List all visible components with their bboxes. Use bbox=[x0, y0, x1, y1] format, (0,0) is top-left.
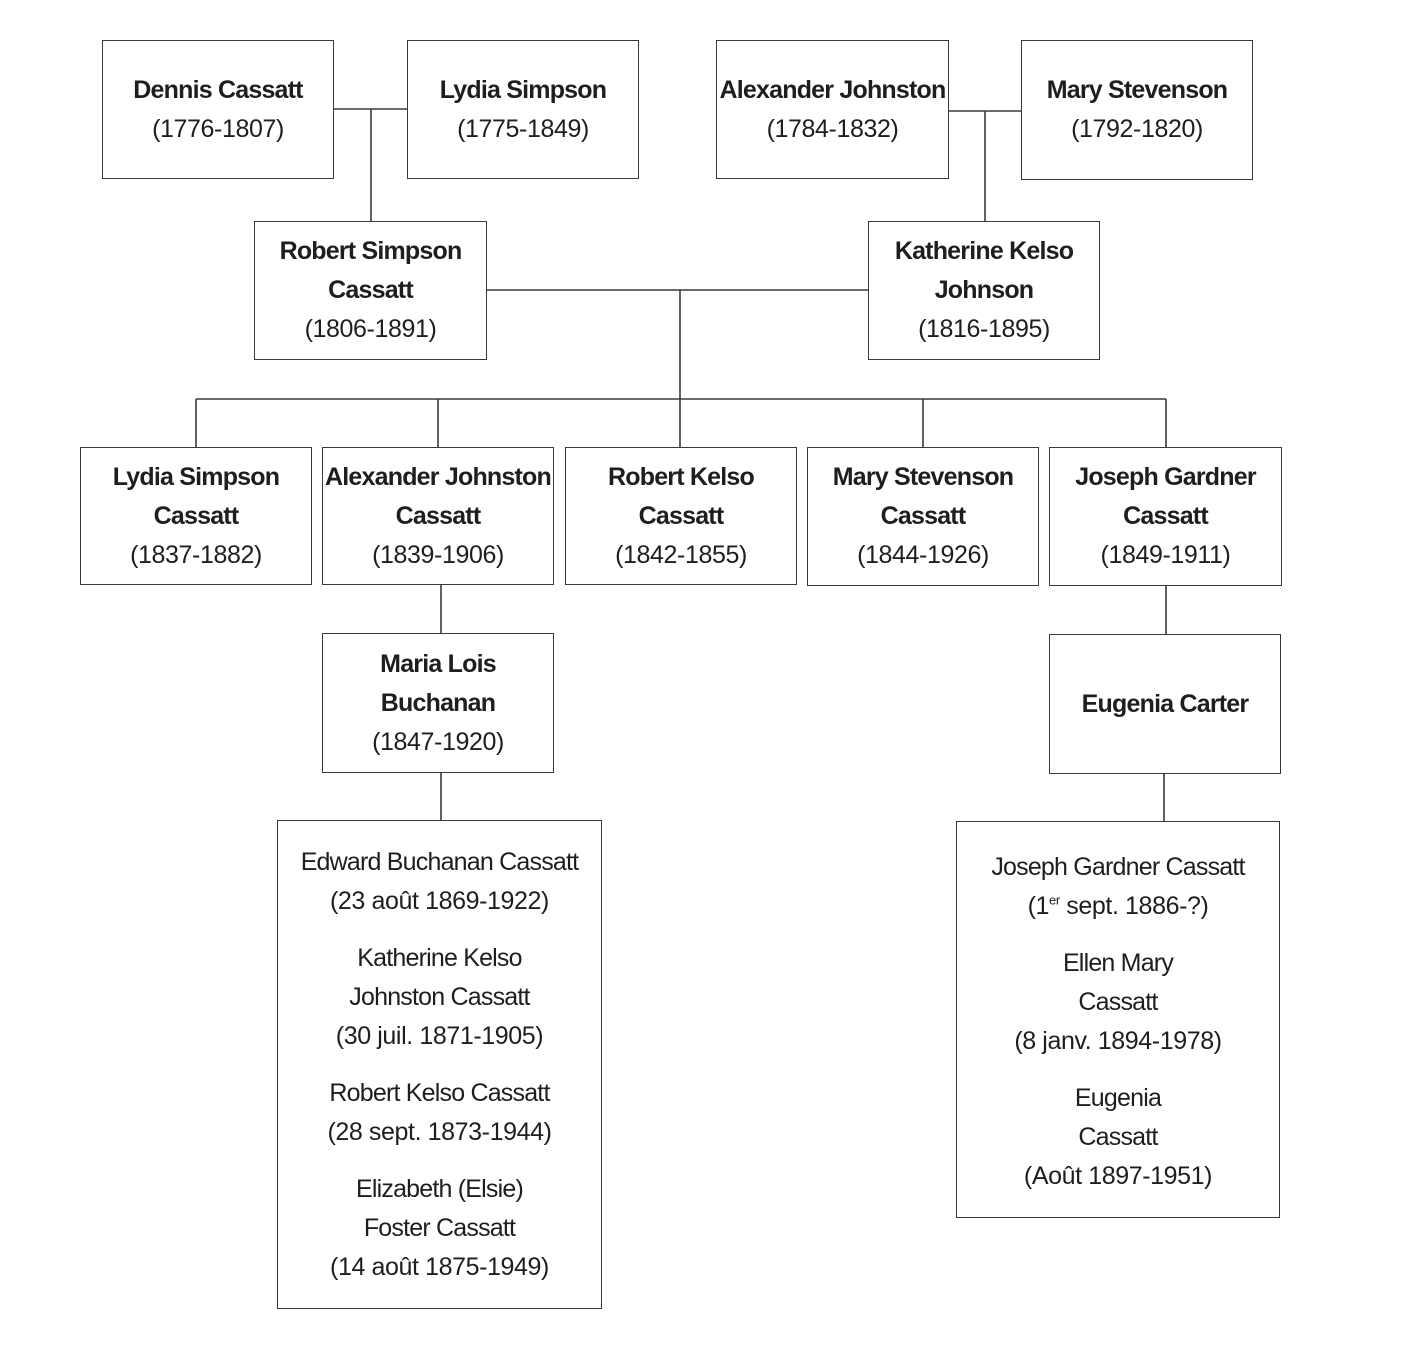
person-name: Cassatt bbox=[153, 501, 240, 530]
child-dates: (23 août 1869-1922) bbox=[330, 887, 549, 915]
person-name: Dennis Cassatt bbox=[133, 75, 303, 104]
person-name: Robert Simpson bbox=[279, 237, 463, 265]
person-dates: (1776-1807) bbox=[152, 114, 284, 143]
person-box-robert-simpson-cassatt: Robert Simpson Cassatt (1806-1891) bbox=[254, 221, 487, 360]
person-name: Cassatt bbox=[638, 501, 725, 530]
child-name: Robert Kelso Cassatt bbox=[329, 1079, 550, 1107]
person-name: Mary Stevenson bbox=[832, 463, 1014, 491]
person-dates: (1839-1906) bbox=[372, 540, 504, 569]
person-name: Katherine Kelso bbox=[894, 237, 1074, 265]
child-entry: Edward Buchanan Cassatt (23 août 1869-19… bbox=[301, 843, 579, 921]
child-dates: (Août 1897-1951) bbox=[1023, 1162, 1213, 1190]
child-name: Edward Buchanan Cassatt bbox=[300, 848, 579, 876]
person-box-joseph-gardner-cassatt: Joseph Gardner Cassatt (1849-1911) bbox=[1049, 447, 1282, 586]
person-dates: (1784-1832) bbox=[766, 114, 899, 143]
person-dates: (1775-1849) bbox=[457, 114, 589, 143]
person-box-eugenia-carter: Eugenia Carter bbox=[1049, 634, 1281, 774]
children-box-joseph: Joseph Gardner Cassatt (1er sept. 1886-?… bbox=[956, 821, 1280, 1218]
child-entry: Robert Kelso Cassatt (28 sept. 1873-1944… bbox=[327, 1074, 552, 1152]
person-name: Robert Kelso bbox=[608, 462, 755, 491]
person-dates: (1792-1820) bbox=[1071, 115, 1203, 143]
person-name: Alexander Johnston bbox=[719, 75, 947, 104]
child-name: Cassatt bbox=[1078, 988, 1158, 1016]
person-box-lydia-simpson-cassatt: Lydia Simpson Cassatt (1837-1882) bbox=[80, 447, 312, 585]
child-name: Eugenia bbox=[1074, 1084, 1162, 1112]
person-box-alexander-johnston: Alexander Johnston (1784-1832) bbox=[716, 40, 949, 179]
person-box-mary-stevenson: Mary Stevenson (1792-1820) bbox=[1021, 40, 1253, 180]
person-dates: (1844-1926) bbox=[857, 541, 989, 569]
person-name: Eugenia Carter bbox=[1081, 689, 1249, 718]
person-name: Lydia Simpson bbox=[439, 75, 607, 104]
person-name: Cassatt bbox=[880, 502, 967, 530]
person-name: Cassatt bbox=[328, 276, 414, 304]
child-dates: (30 juil. 1871-1905) bbox=[335, 1022, 544, 1050]
child-dates: (14 août 1875-1949) bbox=[330, 1253, 549, 1281]
child-name: Katherine Kelso bbox=[357, 944, 522, 972]
person-dates: (1816-1895) bbox=[918, 315, 1050, 343]
child-entry: Katherine Kelso Johnston Cassatt (30 jui… bbox=[335, 939, 544, 1056]
child-entry: Joseph Gardner Cassatt (1er sept. 1886-?… bbox=[991, 848, 1245, 926]
person-box-lydia-simpson: Lydia Simpson (1775-1849) bbox=[407, 40, 639, 179]
person-box-maria-lois-buchanan: Maria Lois Buchanan (1847-1920) bbox=[322, 633, 554, 773]
child-dates: (8 janv. 1894-1978) bbox=[1014, 1027, 1222, 1055]
child-entry: Elizabeth (Elsie) Foster Cassatt (14 aoû… bbox=[330, 1170, 549, 1287]
person-dates: (1849-1911) bbox=[1100, 541, 1231, 569]
person-name: Johnson bbox=[934, 276, 1034, 304]
child-name: Joseph Gardner Cassatt bbox=[991, 853, 1245, 881]
person-box-dennis-cassatt: Dennis Cassatt (1776-1807) bbox=[102, 40, 334, 179]
child-entry: Ellen Mary Cassatt (8 janv. 1894-1978) bbox=[1014, 944, 1222, 1061]
person-dates: (1842-1855) bbox=[615, 540, 747, 569]
person-name: Cassatt bbox=[1123, 502, 1209, 530]
child-dates: (28 sept. 1873-1944) bbox=[327, 1118, 552, 1146]
child-name: Cassatt bbox=[1078, 1123, 1158, 1151]
person-dates: (1837-1882) bbox=[130, 540, 262, 569]
person-dates: (1806-1891) bbox=[304, 315, 437, 343]
person-box-alexander-johnston-cassatt: Alexander Johnston Cassatt (1839-1906) bbox=[322, 447, 554, 585]
person-name: Mary Stevenson bbox=[1046, 76, 1228, 104]
person-dates: (1847-1920) bbox=[372, 727, 504, 756]
person-box-robert-kelso-cassatt: Robert Kelso Cassatt (1842-1855) bbox=[565, 447, 797, 585]
person-box-mary-stevenson-cassatt: Mary Stevenson Cassatt (1844-1926) bbox=[807, 447, 1039, 586]
child-name: Elizabeth (Elsie) bbox=[355, 1175, 524, 1203]
person-box-katherine-kelso-johnson: Katherine Kelso Johnson (1816-1895) bbox=[868, 221, 1100, 360]
child-dates: (1er sept. 1886-?) bbox=[1027, 892, 1209, 920]
child-name: Foster Cassatt bbox=[363, 1214, 516, 1242]
person-name: Cassatt bbox=[395, 501, 482, 530]
children-box-alexander: Edward Buchanan Cassatt (23 août 1869-19… bbox=[277, 820, 602, 1309]
child-name: Ellen Mary bbox=[1062, 949, 1174, 977]
person-name: Lydia Simpson bbox=[112, 462, 280, 491]
child-entry: Eugenia Cassatt (Août 1897-1951) bbox=[1023, 1079, 1213, 1196]
person-name: Joseph Gardner bbox=[1075, 463, 1256, 491]
person-name: Buchanan bbox=[380, 688, 496, 717]
person-name: Maria Lois bbox=[380, 649, 496, 678]
child-name: Johnston Cassatt bbox=[349, 983, 530, 1011]
person-name: Alexander Johnston bbox=[325, 462, 552, 491]
